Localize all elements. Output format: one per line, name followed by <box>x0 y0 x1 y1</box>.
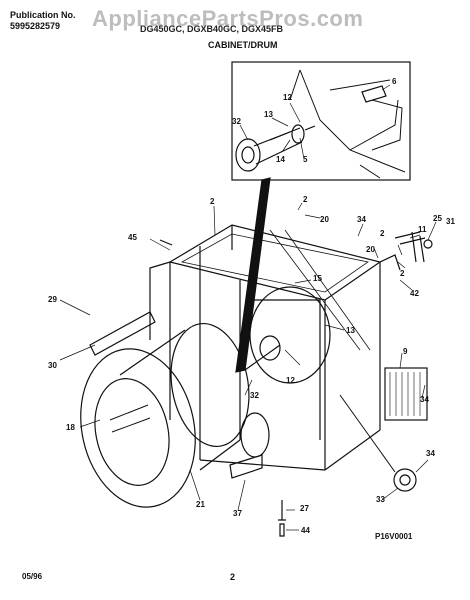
callout-2-lower: 2 <box>400 269 405 278</box>
callout-2-left: 2 <box>210 197 215 206</box>
callout-34-motor: 34 <box>426 449 435 458</box>
callout-2-top: 2 <box>303 195 308 204</box>
callout-12-inset: 12 <box>283 93 292 102</box>
callout-6: 6 <box>392 77 397 86</box>
callout-13-inset: 13 <box>264 110 273 119</box>
footer-date: 05/96 <box>22 572 43 581</box>
callout-5: 5 <box>303 155 308 164</box>
callout-45: 45 <box>128 233 137 242</box>
heater-element-assembly <box>384 367 428 421</box>
watermark-text: AppliancePartsPros.com <box>92 6 364 31</box>
callout-31: 31 <box>446 217 455 226</box>
callout-9: 9 <box>403 347 408 356</box>
callout-37: 37 <box>233 509 242 518</box>
rear-bearing-detail <box>235 138 261 172</box>
callout-42: 42 <box>410 289 419 298</box>
inset-detail-frame <box>231 61 411 181</box>
callout-18: 18 <box>66 423 75 432</box>
section-title: CABINET/DRUM <box>208 40 278 50</box>
callout-34-heater: 34 <box>420 395 429 404</box>
callout-32: 32 <box>250 391 259 400</box>
callout-14: 14 <box>276 155 285 164</box>
drum-rear-edge <box>170 322 250 448</box>
callout-33: 33 <box>376 495 385 504</box>
callout-27: 27 <box>300 504 309 513</box>
callout-21: 21 <box>196 500 205 509</box>
inset-leader-beam <box>235 177 271 373</box>
callout-12: 12 <box>286 376 295 385</box>
callout-11: 11 <box>418 225 427 234</box>
callout-25: 25 <box>433 214 442 223</box>
front-trim-strip <box>89 311 156 356</box>
callout-30: 30 <box>48 361 57 370</box>
callout-20-right: 20 <box>366 245 375 254</box>
callout-numbers: 6 12 32 13 14 5 2 2 20 34 45 15 13 29 30… <box>48 77 455 535</box>
figure-code: P16V0001 <box>375 532 413 541</box>
callout-15: 15 <box>313 274 322 283</box>
motor-pulley-detail <box>393 468 417 492</box>
callout-2-right: 2 <box>380 229 385 238</box>
callout-13: 13 <box>346 326 355 335</box>
publication-label: Publication No. <box>10 10 76 20</box>
callout-34-top: 34 <box>357 215 366 224</box>
callout-44: 44 <box>301 526 310 535</box>
callout-32-inset: 32 <box>232 117 241 126</box>
publication-block: Publication No. 5995282579 <box>10 10 76 32</box>
publication-number: 5995282579 <box>10 21 61 31</box>
drum-front-opening <box>80 348 196 508</box>
drum-rear-plate <box>249 286 331 384</box>
callout-20-top: 20 <box>320 215 329 224</box>
callout-29: 29 <box>48 295 57 304</box>
page-number: 2 <box>230 572 236 582</box>
model-numbers: DG450GC, DGXB40GC, DGX45FB <box>140 24 284 34</box>
